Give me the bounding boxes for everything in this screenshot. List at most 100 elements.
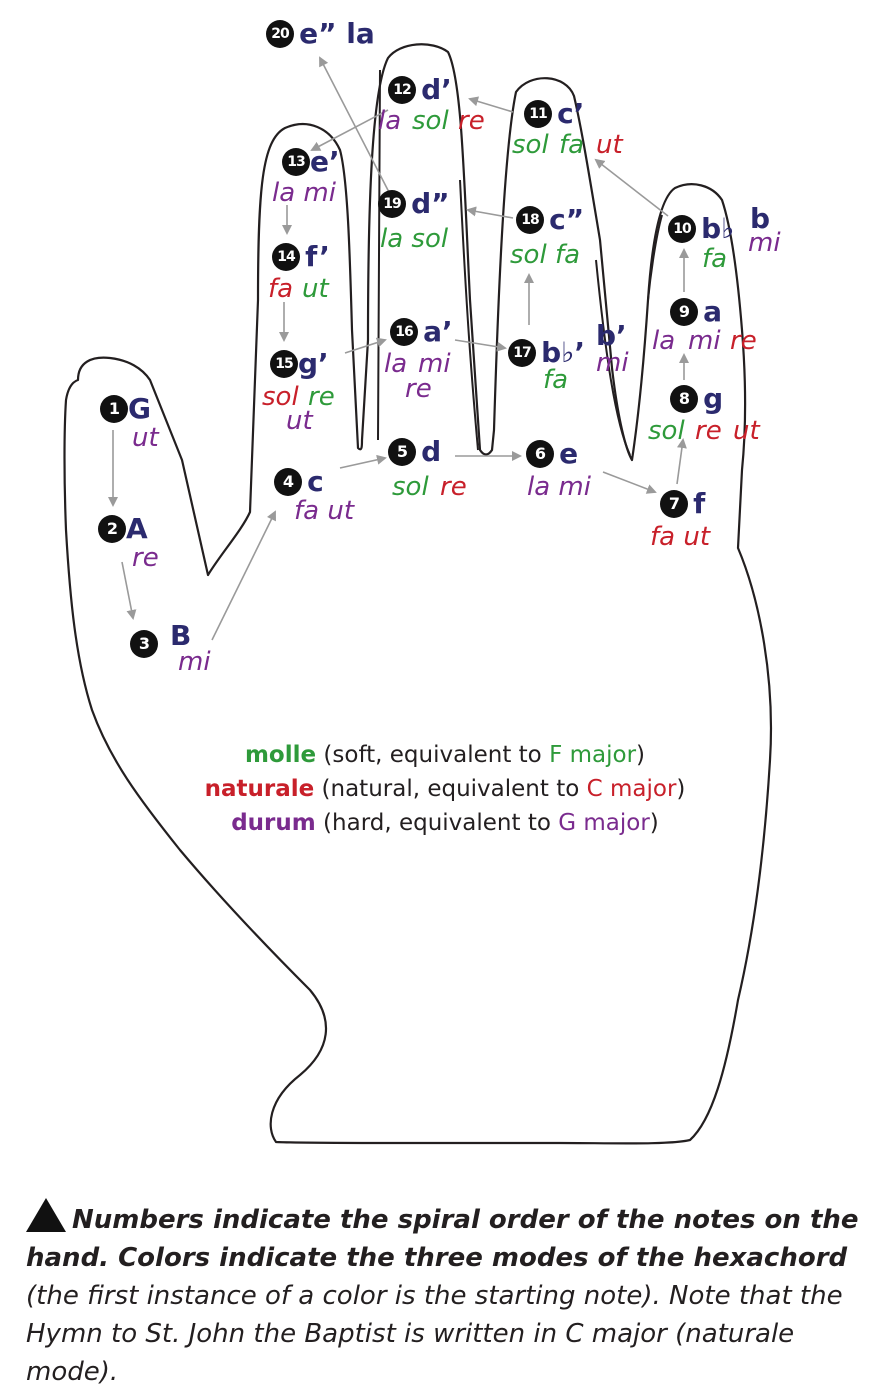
- note-4: 4 c: [274, 468, 324, 496]
- legend-text: ): [676, 776, 686, 802]
- syllable: ut: [733, 416, 760, 446]
- syllable: fa ut: [294, 496, 355, 526]
- guidonian-hand-diagram: [63, 43, 773, 1145]
- arrow-2-3: [121, 561, 137, 620]
- note-pitch: f’: [305, 240, 330, 273]
- syllable: mi: [688, 326, 721, 356]
- legend-naturale: naturale (natural, equivalent to C major…: [0, 776, 890, 802]
- syllable: fa: [702, 244, 728, 274]
- arrow-3-4: [211, 510, 276, 641]
- note-pitch: a: [703, 295, 722, 328]
- syllable: sol: [262, 382, 299, 412]
- syllable: sol: [512, 130, 549, 160]
- note-pitch: e: [559, 437, 579, 470]
- note-number: 4: [274, 468, 302, 496]
- note-number: 19: [378, 190, 406, 218]
- note-number: 10: [668, 215, 696, 243]
- note-number: 1: [100, 395, 128, 423]
- arrow-11-12: [468, 96, 514, 113]
- legend-text: ): [636, 742, 646, 768]
- figure-caption: Numbers indicate the spiral order of the…: [26, 1198, 866, 1391]
- note-pitch: b♭’: [541, 336, 585, 369]
- note-number: 14: [272, 243, 300, 271]
- finger-crease: [595, 214, 663, 456]
- caption-rest: (the first instance of a color is the st…: [26, 1281, 843, 1387]
- syllable: re: [132, 543, 159, 573]
- note-19: 19 d”: [378, 190, 450, 218]
- note-16: 16 a’: [390, 318, 453, 346]
- syllable: mi: [748, 228, 781, 258]
- note-10: 10 b♭: [668, 215, 734, 243]
- note-number: 6: [526, 440, 554, 468]
- syllable: sol fa: [510, 240, 581, 270]
- note-pitch: A: [126, 512, 148, 545]
- arrow-15-16: [344, 337, 387, 354]
- syllable: la: [378, 106, 402, 136]
- syllable: ut: [132, 423, 159, 453]
- note-pitch: f: [693, 487, 706, 520]
- note-number: 20: [266, 20, 294, 48]
- note-pitch: b♭: [701, 212, 735, 245]
- legend-key: G major: [558, 810, 650, 836]
- syllable: la sol: [380, 224, 449, 254]
- legend-text: (natural, equivalent to: [314, 776, 587, 802]
- syllable: re: [308, 382, 335, 412]
- triangle-icon: [26, 1198, 66, 1232]
- note-20: 20 e” la: [266, 20, 375, 48]
- syllable: la mi: [272, 178, 336, 208]
- syllable: re: [730, 326, 757, 356]
- note-pitch: a’: [423, 315, 453, 348]
- note-7: 7 f: [660, 490, 705, 518]
- note-pitch: c”: [549, 203, 585, 236]
- syllable: la: [384, 349, 408, 379]
- syllable: re: [440, 472, 467, 502]
- syllable: fa: [559, 130, 585, 160]
- syllable: fa: [543, 365, 569, 395]
- caption-bold: Numbers indicate the spiral order of the…: [26, 1205, 859, 1273]
- legend-label: durum: [231, 810, 316, 836]
- syllable: ut: [302, 274, 329, 304]
- syllable: mi: [418, 349, 451, 379]
- note-pitch: e’: [310, 145, 340, 178]
- legend-text: (hard, equivalent to: [315, 810, 559, 836]
- note-8: 8 g: [670, 385, 723, 413]
- legend-label: naturale: [204, 776, 315, 802]
- legend-durum: durum (hard, equivalent to G major): [0, 810, 890, 836]
- syllable: ut: [286, 406, 313, 436]
- note-pitch: c’: [557, 97, 585, 130]
- syllable: sol: [412, 106, 449, 136]
- legend-text: (soft, equivalent to: [316, 742, 550, 768]
- note-3: 3: [130, 630, 158, 658]
- note-number: 17: [508, 339, 536, 367]
- note-number: 12: [388, 76, 416, 104]
- note-pitch-alt: b’: [596, 319, 627, 352]
- finger-crease: [377, 69, 479, 451]
- note-pitch: g’: [298, 347, 329, 380]
- arrow-4-5: [339, 454, 387, 469]
- note-6: 6 e: [526, 440, 578, 468]
- note-pitch: d’: [421, 73, 452, 106]
- note-pitch-alt: b: [750, 202, 771, 235]
- sequence-arrows: [108, 56, 689, 641]
- note-number: 7: [660, 490, 688, 518]
- note-pitch: c: [307, 465, 324, 498]
- note-17: 17 b♭’: [508, 339, 585, 367]
- legend-molle: molle (soft, equivalent to F major): [0, 742, 890, 768]
- note-pitch: e” la: [299, 17, 375, 50]
- note-9: 9 a: [670, 298, 722, 326]
- legend-key: C major: [586, 776, 677, 802]
- arrow-19-20: [319, 56, 393, 199]
- syllable: fa: [268, 274, 294, 304]
- note-11: 11 c’: [524, 100, 584, 128]
- syllable: ut: [596, 130, 623, 160]
- arrow-16-17: [454, 339, 507, 352]
- syllable: la mi: [527, 472, 591, 502]
- note-number: 11: [524, 100, 552, 128]
- note-number: 2: [98, 515, 126, 543]
- note-5: 5 d: [388, 438, 441, 466]
- note-number: 13: [282, 148, 310, 176]
